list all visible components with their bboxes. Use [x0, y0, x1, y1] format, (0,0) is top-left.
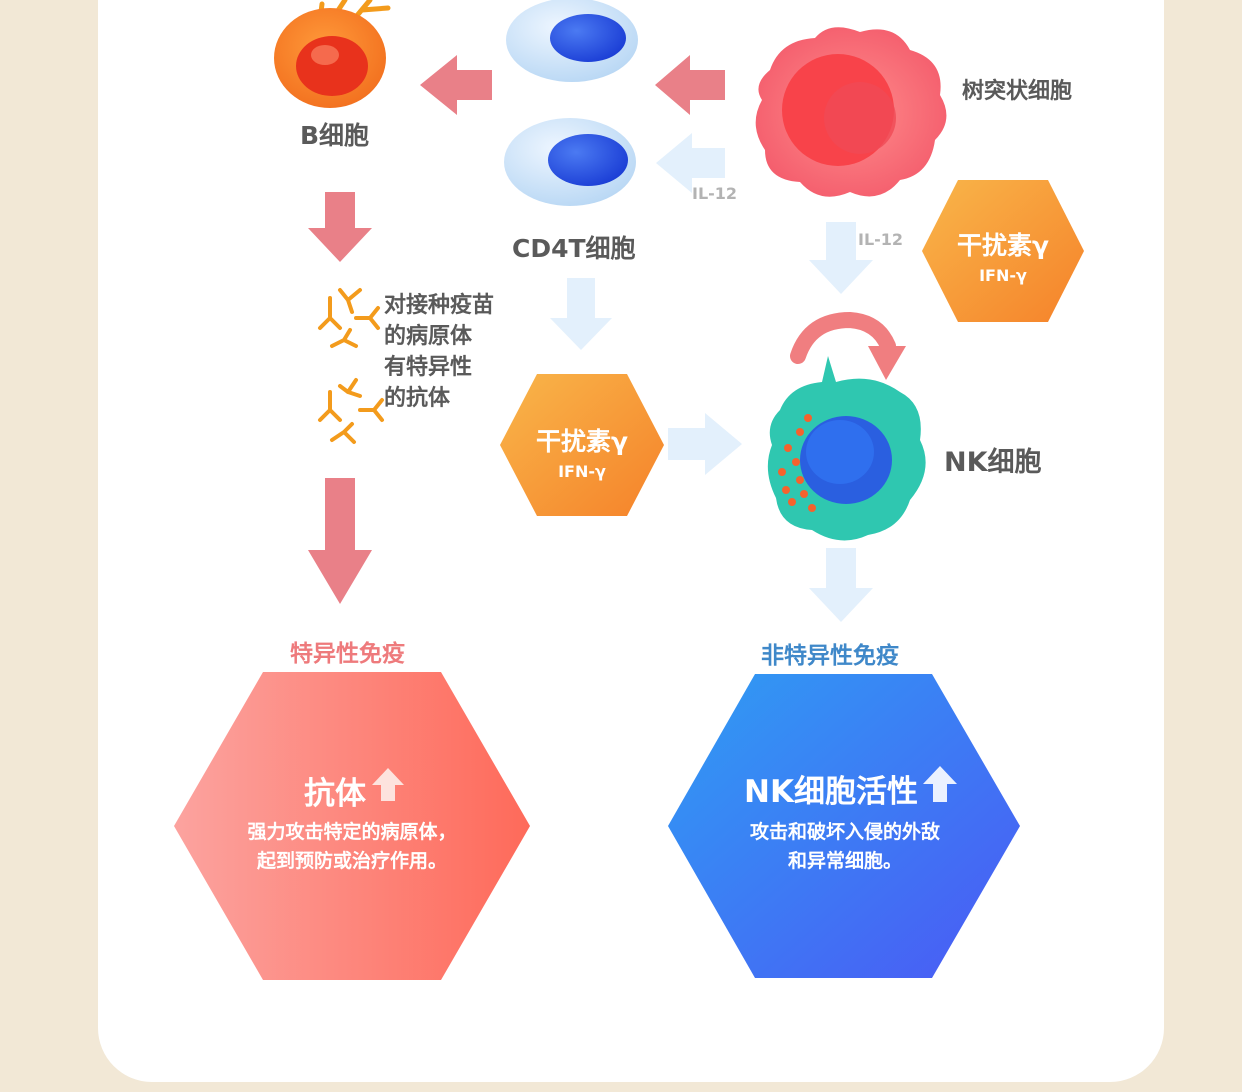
dendritic-cell-label: 树突状细胞: [962, 79, 1073, 104]
antibody-note-line: 的病原体: [384, 324, 473, 349]
arrow-nk-down: [809, 548, 873, 622]
arrow-b-down-1: [308, 192, 372, 262]
interferon-top-subtitle: IFN-γ: [979, 266, 1027, 285]
interferon-mid-title: 干扰素γ: [535, 427, 629, 456]
antibody-note-line: 的抗体: [384, 386, 451, 411]
antibody-description-line: 起到预防或治疗作用。: [256, 850, 447, 872]
antibody-description: 强力攻击特定的病原体， 起到预防或治疗作用。: [200, 818, 504, 876]
interferon-hex-mid: [500, 374, 664, 516]
specific-immunity-title: 特异性免疫: [290, 641, 405, 667]
cd4t-cell-label: CD4T细胞: [512, 234, 636, 263]
interferon-hex-top: [922, 180, 1084, 322]
rotate-arrow-icon: [790, 311, 906, 380]
antibody-note-line: 有特异性: [384, 355, 473, 380]
nk-activity-description-line: 攻击和破坏入侵的外敌: [749, 821, 940, 843]
arrow-il12-down: [809, 222, 873, 294]
il12-label-right: IL-12: [858, 230, 904, 249]
arrow-dendritic-to-cd4t: [655, 55, 725, 115]
antibody-title: 抗体: [304, 776, 366, 812]
antibody-description-line: 强力攻击特定的病原体，: [247, 821, 457, 843]
arrow-ifn-to-nk: [668, 413, 742, 475]
interferon-mid-text: 干扰素γ IFN-γ: [500, 422, 664, 481]
antibody-note-line: 对接种疫苗: [384, 293, 495, 318]
nk-activity-title: NK细胞活性: [744, 774, 918, 810]
nk-cell-label: NK细胞: [944, 447, 1042, 478]
il12-label-left: IL-12: [692, 184, 738, 203]
antibody-note: 对接种疫苗 的病原体 有特异性 的抗体: [384, 290, 494, 414]
antibody-icon: [318, 288, 384, 444]
cd4t-cell-bottom-icon: [504, 118, 636, 206]
nk-cell-icon: [767, 356, 926, 541]
cd4t-cell-top-icon: [506, 0, 638, 82]
arrow-il12-to-cd4t: [656, 133, 725, 193]
dendritic-cell-icon: [755, 27, 947, 197]
nonspecific-immunity-title: 非特异性免疫: [761, 643, 899, 669]
arrow-cd4t-down: [550, 278, 612, 350]
nk-activity-description-line: 和异常细胞。: [787, 850, 902, 872]
interferon-mid-subtitle: IFN-γ: [558, 462, 606, 481]
arrow-cd4t-to-b: [420, 55, 492, 115]
arrow-b-down-2: [308, 478, 372, 604]
up-arrow-icon: [923, 766, 957, 802]
up-arrow-icon: [372, 768, 404, 801]
nonspecific-immunity-hex: [668, 674, 1020, 978]
interferon-top-text: 干扰素γ IFN-γ: [922, 226, 1084, 285]
b-cell-label: B细胞: [300, 121, 370, 150]
specific-immunity-hex: [174, 672, 530, 980]
interferon-top-title: 干扰素γ: [956, 231, 1050, 260]
b-cell-icon: [274, 0, 391, 108]
nk-activity-description: 攻击和破坏入侵的外敌 和异常细胞。: [700, 818, 990, 876]
